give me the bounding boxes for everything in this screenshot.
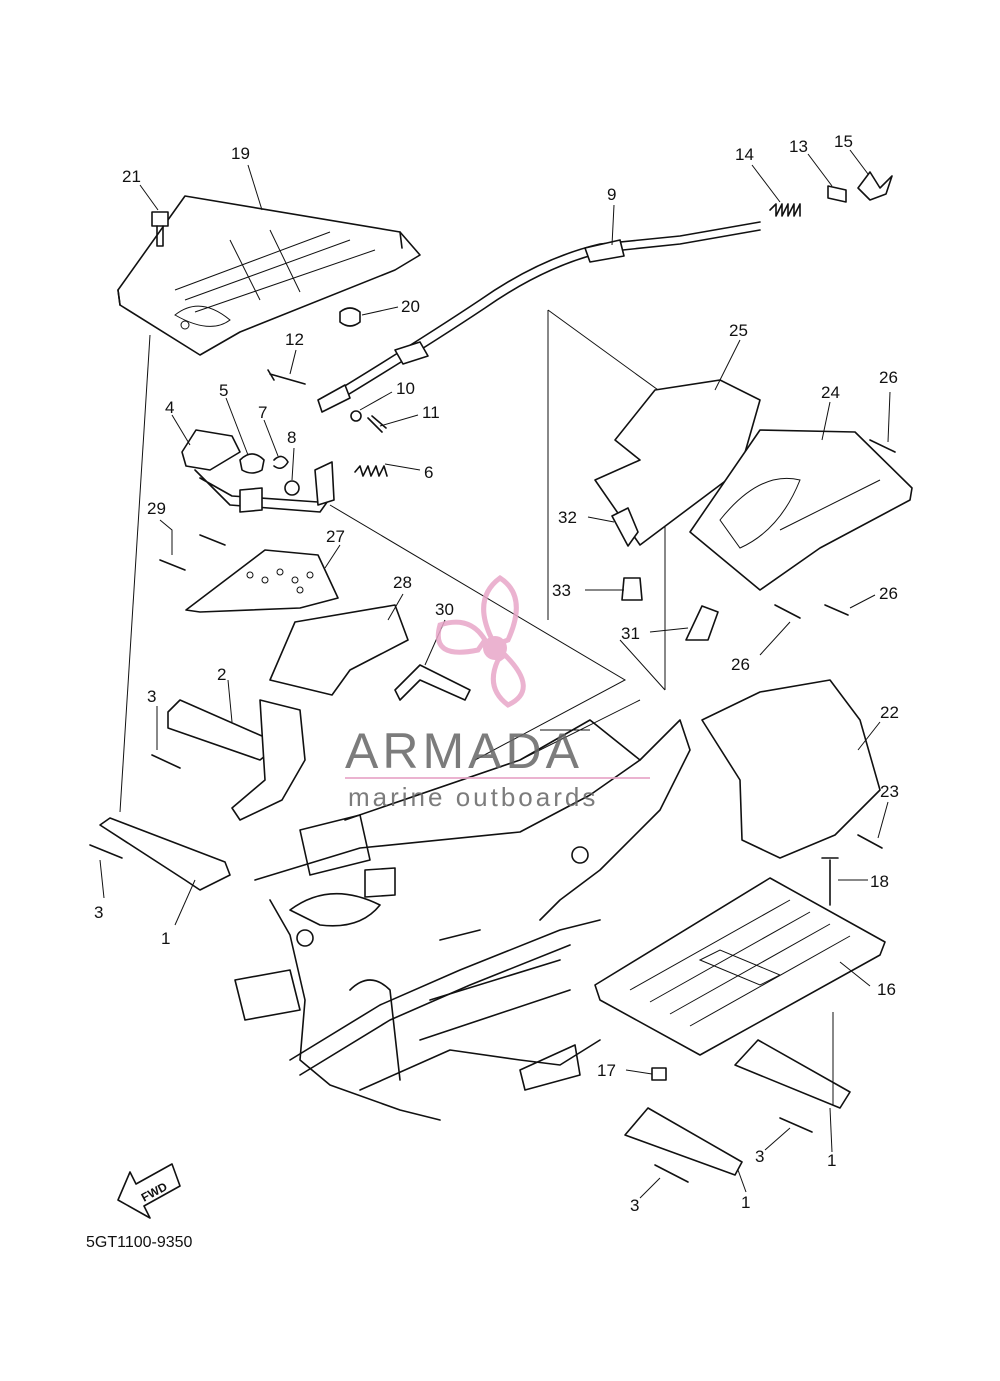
callout-20: 20 [401,297,420,316]
bolt-3d [654,1164,689,1183]
callout-21: 21 [122,167,141,186]
bracket-32 [611,507,639,547]
callout-15: 15 [834,132,853,151]
callout-31: 31 [621,624,640,643]
bracket-27 [185,549,339,613]
callout-23: 23 [880,782,899,801]
drawing-code: 5GT1100-9350 [86,1234,193,1251]
callout-11: 11 [422,403,440,422]
footboard-left [117,195,421,356]
callout-14: 14 [735,145,754,164]
callout-19: 19 [231,144,250,163]
grommet-33 [621,577,643,601]
callout-27: 27 [326,527,345,546]
callout-17: 17 [597,1061,616,1080]
wing-nut-15 [857,171,893,201]
nut-17 [651,1067,667,1081]
callout-29: 29 [147,499,166,518]
callout-4: 4 [165,398,174,417]
callout-16: 16 [877,980,896,999]
brake-cable-9 [329,221,761,403]
callout-32: 32 [558,508,577,527]
shield-22 [701,679,881,859]
callout-26: 26 [879,584,898,603]
bolt-26a [869,439,896,453]
bolt-26c [774,604,801,619]
bolt-29a [199,534,226,546]
bolt-23 [857,834,883,849]
callout-24: 24 [821,383,840,402]
spring-6 [354,465,388,477]
callout-3: 3 [94,903,103,922]
callout-2: 2 [217,665,226,684]
callout-9: 9 [607,185,616,204]
callout-5: 5 [219,381,228,400]
callout-8: 8 [287,428,296,447]
callout-1: 1 [741,1193,750,1212]
link-30 [394,664,471,701]
propeller-logo-icon [435,574,526,708]
footrest-1b [734,1039,851,1109]
spring-14 [769,203,801,217]
footrest-1c [624,1107,743,1176]
callout-28: 28 [393,573,412,592]
nut-13 [827,185,847,203]
callout-3: 3 [755,1147,764,1166]
callout-26: 26 [731,655,750,674]
pedal-bracket [231,699,306,821]
callout-22: 22 [880,703,899,722]
callout-1: 1 [161,929,170,948]
watermark-tagline: marine outboards [348,782,598,812]
pin-12 [267,369,306,385]
forward-arrow-icon: FWD [117,1163,181,1219]
watermark: ARMADA marine outboards [345,574,650,812]
callout-6: 6 [424,463,433,482]
callout-26: 26 [879,368,898,387]
callout-18: 18 [870,872,889,891]
clevis [317,384,351,413]
footboard-right [594,877,886,1056]
bolt-29b [159,559,186,571]
bolt-26b [824,604,849,616]
callout-3: 3 [630,1196,639,1215]
callout-7: 7 [258,403,267,422]
callout-1: 1 [827,1151,836,1170]
main-frame [234,699,691,1121]
bolt-3b [89,844,123,859]
cotter-pin-11 [367,415,387,433]
callout-30: 30 [435,600,454,619]
callout-33: 33 [552,581,571,600]
brake-pedal-4 [181,429,335,513]
box-outline-left [329,504,627,761]
watermark-brand: ARMADA [345,723,583,779]
nut-20 [339,307,361,327]
cap-5 [239,453,265,474]
bolt-3a [151,754,181,769]
bolt-3c [779,1117,813,1133]
guard-28 [269,604,409,696]
callout-25: 25 [729,321,748,340]
clip-7 [273,455,289,470]
callout-labels: 1 1 1 2 3 3 3 3 4 5 6 7 8 9 10 11 12 13 … [94,132,899,1215]
bracket-31 [685,605,719,641]
bolt-18 [821,857,839,906]
alignment-line-left [119,334,151,813]
footrest-1a [99,817,231,891]
callout-3: 3 [147,687,156,706]
cover-24 [689,429,913,591]
washer-8 [284,480,300,496]
callout-10: 10 [396,379,415,398]
washer-10 [350,410,362,422]
bolt-21 [151,211,169,247]
callout-12: 12 [285,330,304,349]
callout-13: 13 [789,137,808,156]
